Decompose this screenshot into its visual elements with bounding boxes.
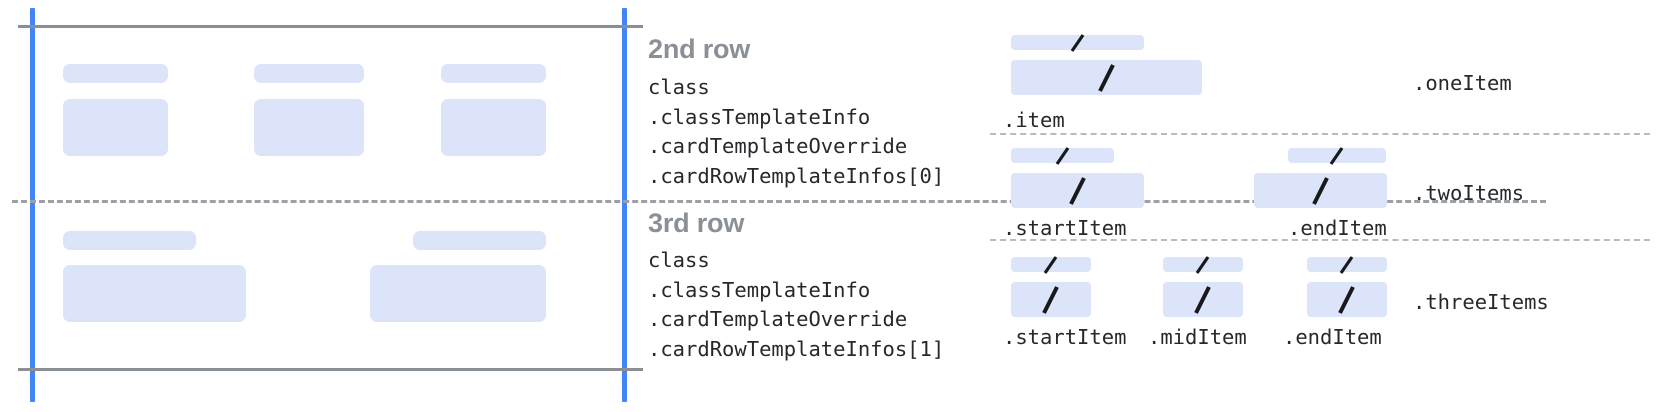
slash-glyph-icon xyxy=(1097,63,1115,92)
card-body-placeholder xyxy=(441,99,546,156)
item-caption: .endItem xyxy=(1288,216,1387,240)
item-body-placeholder xyxy=(1254,173,1387,208)
card-title-placeholder xyxy=(441,64,546,83)
card-body-placeholder xyxy=(63,99,168,156)
slash-glyph-icon xyxy=(1055,146,1069,165)
slash-glyph-icon xyxy=(1329,146,1344,165)
item-title-placeholder xyxy=(1011,146,1114,165)
item-caption: .startItem xyxy=(1003,216,1127,240)
bottom-boundary-line xyxy=(18,368,643,371)
card-title-placeholder xyxy=(63,64,168,83)
item-title-placeholder xyxy=(1011,33,1144,52)
slash-glyph-icon xyxy=(1194,285,1211,314)
item-title-placeholder xyxy=(1288,146,1386,165)
item-caption: .item xyxy=(1003,108,1065,132)
slash-glyph-icon xyxy=(1043,255,1058,274)
item-body-placeholder xyxy=(1011,282,1091,317)
variant-group-label: .oneItem xyxy=(1413,71,1512,95)
item-body-placeholder xyxy=(1011,60,1202,95)
card-body-placeholder xyxy=(370,265,546,322)
right-edge-guide-line xyxy=(622,8,627,402)
slash-glyph-icon xyxy=(1070,33,1084,52)
top-boundary-line xyxy=(18,25,643,28)
item-caption: .startItem xyxy=(1003,325,1127,349)
variant-group-label: .threeItems xyxy=(1413,290,1549,314)
card-body-placeholder xyxy=(63,265,246,322)
item-title-placeholder xyxy=(1011,255,1091,274)
variant-separator-dotted-line xyxy=(990,133,1650,135)
slash-glyph-icon xyxy=(1068,176,1086,205)
item-caption: .midItem xyxy=(1148,325,1247,349)
left-edge-guide-line xyxy=(30,8,35,402)
card-body-placeholder xyxy=(254,99,364,156)
slash-glyph-icon xyxy=(1339,255,1354,274)
item-body-placeholder xyxy=(1011,173,1144,208)
item-body-placeholder xyxy=(1307,282,1387,317)
row-divider-dashed-line xyxy=(12,200,1546,203)
item-caption: .endItem xyxy=(1283,325,1382,349)
card-title-placeholder xyxy=(413,231,546,250)
row-title: 3rd row xyxy=(648,208,745,238)
variant-separator-dotted-line xyxy=(990,239,1650,241)
slash-glyph-icon xyxy=(1042,285,1059,314)
slash-glyph-icon xyxy=(1338,285,1355,314)
slash-glyph-icon xyxy=(1311,176,1329,205)
item-title-placeholder xyxy=(1307,255,1387,274)
variant-group-label: .twoItems xyxy=(1413,181,1525,205)
row-code-path: class .classTemplateInfo .cardTemplateOv… xyxy=(648,248,945,361)
card-title-placeholder xyxy=(63,231,196,250)
card-title-placeholder xyxy=(254,64,364,83)
slash-glyph-icon xyxy=(1195,255,1210,274)
item-body-placeholder xyxy=(1163,282,1243,317)
row-title: 2nd row xyxy=(648,34,751,64)
item-title-placeholder xyxy=(1163,255,1243,274)
row-code-path: class .classTemplateInfo .cardTemplateOv… xyxy=(648,75,945,188)
